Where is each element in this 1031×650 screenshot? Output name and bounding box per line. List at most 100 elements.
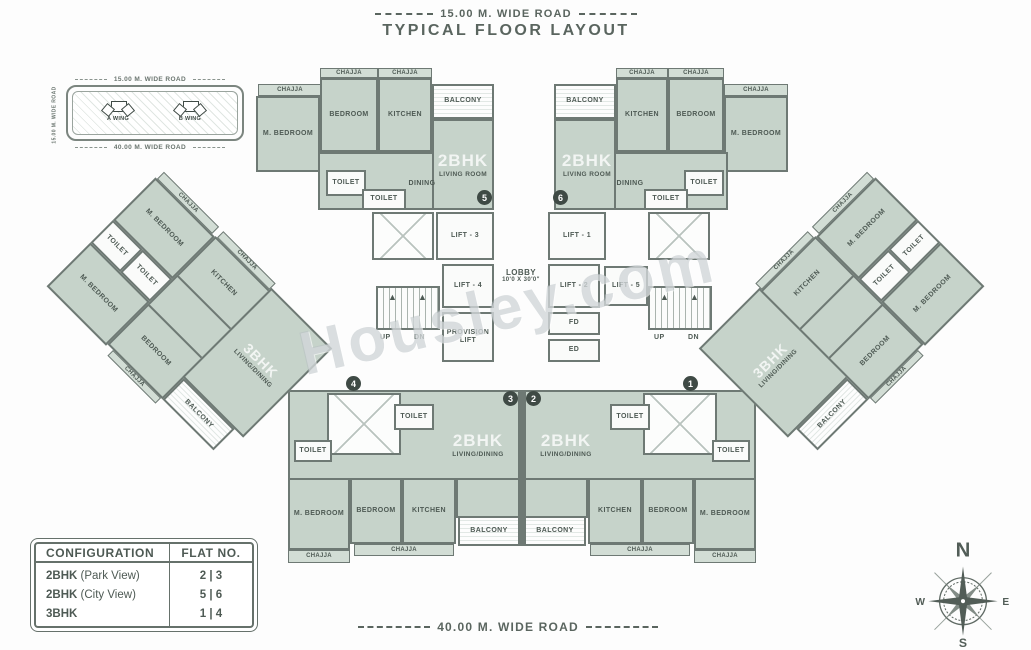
flat6-chajja: CHAJJA — [668, 68, 724, 78]
flat5-number-badge: 5 — [477, 190, 492, 205]
dash-line — [74, 147, 107, 148]
flat2-number-badge: 2 — [526, 391, 541, 406]
flat2-kitchen: KITCHEN — [588, 478, 642, 544]
flat6-master-bedroom: M. BEDROOM — [724, 96, 788, 172]
lift-2: LIFT - 2 — [548, 264, 600, 308]
flat1-number-badge: 1 — [683, 376, 698, 391]
fire-duct: FD — [548, 312, 600, 335]
flat5-master-bedroom: M. BEDROOM — [256, 96, 320, 172]
flat2-passage — [524, 478, 588, 518]
key-plan-bottom-road: 40.00 M. WIDE ROAD — [52, 144, 248, 151]
wing-b-label: B WING — [178, 116, 202, 122]
flat5-chajja: CHAJJA — [258, 84, 322, 96]
flat6-bedroom: BEDROOM — [668, 78, 724, 152]
wing-a-icon: A WING — [100, 100, 136, 122]
flat4-number-badge: 4 — [346, 376, 361, 391]
flat2-chajja: CHAJJA — [590, 544, 690, 556]
flat6-chajja: CHAJJA — [616, 68, 668, 78]
flat3-chajja: CHAJJA — [354, 544, 454, 556]
bottom-road-label: 40.00 M. WIDE ROAD — [348, 620, 668, 634]
key-plan-site-boundary: A WING B WING — [66, 85, 244, 141]
flat2-master-bedroom: M. BEDROOM — [694, 478, 756, 550]
flat6-toilet-2: TOILET — [644, 189, 688, 210]
table-header-row: CONFIGURATION FLAT NO. — [36, 544, 252, 563]
core-shaft-left — [372, 212, 434, 260]
electrical-duct: ED — [548, 339, 600, 362]
flat3-number-badge: 3 — [503, 391, 518, 406]
compass-south-label: S — [959, 636, 967, 648]
wing-a-label: A WING — [106, 116, 130, 122]
compass-west-label: W — [915, 597, 925, 608]
flat3-passage — [456, 478, 520, 518]
flat3-balcony: BALCONY — [458, 516, 520, 546]
flat2-bedroom: BEDROOM — [642, 478, 694, 544]
flat5-toilet-2: TOILET — [362, 189, 406, 210]
flat3-toilet-2: TOILET — [294, 440, 332, 462]
lift-1: LIFT - 1 — [548, 212, 606, 260]
table-divider — [168, 544, 170, 626]
lift-5: LIFT - 5 — [604, 266, 648, 306]
compass-icon: N W E S — [915, 539, 1009, 650]
flat-no-header: FLAT NO. — [181, 545, 241, 560]
flat3-master-bedroom: M. BEDROOM — [288, 478, 350, 550]
flat6-kitchen: KITCHEN — [616, 78, 668, 152]
flat2-balcony: BALCONY — [524, 516, 586, 546]
flat5-chajja: CHAJJA — [378, 68, 432, 78]
dash-line — [578, 13, 637, 15]
key-plan-top-road-text: 15.00 M. WIDE ROAD — [113, 76, 187, 83]
key-plan-bottom-road-text: 40.00 M. WIDE ROAD — [113, 144, 187, 151]
flat5-dining-label: DINING — [408, 179, 436, 187]
dash-line — [358, 626, 431, 628]
flat5-balcony: BALCONY — [432, 84, 494, 119]
table-row: 2BHK (City View) 5 | 6 — [46, 588, 223, 601]
core-shaft-right — [648, 212, 710, 260]
table-row: 2BHK (Park View) 2 | 3 — [46, 569, 223, 582]
lift-4: LIFT - 4 — [442, 264, 494, 308]
top-road-text: 15.00 M. WIDE ROAD — [440, 8, 572, 20]
page-title: TYPICAL FLOOR LAYOUT — [382, 22, 630, 39]
party-wall — [520, 390, 524, 546]
flat2-chajja: CHAJJA — [694, 550, 756, 563]
flat3-toilet: TOILET — [394, 404, 434, 430]
staircase-right: ▲▲ — [648, 286, 712, 330]
key-plan-top-road: 15.00 M. WIDE ROAD — [52, 76, 248, 83]
flat6-dining-label: DINING — [616, 179, 644, 187]
wing-b-icon: B WING — [172, 100, 208, 122]
stairs-up-label: UP — [654, 334, 665, 341]
flat5-bedroom: BEDROOM — [320, 78, 378, 152]
key-plan: 15.00 M. WIDE ROAD 15.00 M. WIDE ROAD A … — [52, 76, 248, 160]
configuration-table: CONFIGURATION FLAT NO. 2BHK (Park View) … — [30, 538, 258, 632]
flat5-kitchen: KITCHEN — [378, 78, 432, 152]
top-road-label: 15.00 M. WIDE ROAD — [375, 8, 637, 20]
flat6-number-badge: 6 — [553, 190, 568, 205]
flat3-chajja: CHAJJA — [288, 550, 350, 563]
dash-line — [375, 13, 434, 15]
dash-line — [193, 147, 226, 148]
compass-rose: N W E S — [913, 536, 1013, 650]
flat6-type-label: 2BHK LIVING ROOM — [561, 150, 613, 178]
dash-line — [74, 79, 107, 80]
flat2-type-label: 2BHK LIVING/DINING — [540, 430, 592, 458]
compass-east-label: E — [1002, 597, 1009, 608]
flat2-toilet-2: TOILET — [712, 440, 750, 462]
flat2-entrance-shaft — [643, 393, 717, 455]
flat3-entrance-shaft — [327, 393, 401, 455]
flat3-bedroom: BEDROOM — [350, 478, 402, 544]
provision-lift: PROVISION LIFT — [442, 312, 494, 362]
flat5-type-label: 2BHK LIVING ROOM — [437, 150, 489, 178]
compass-north-label: N — [956, 539, 971, 561]
config-header: CONFIGURATION — [46, 545, 155, 560]
lobby-label: LOBBY 10'0 x 30'0" — [502, 268, 540, 284]
bottom-road-text: 40.00 M. WIDE ROAD — [437, 620, 579, 634]
flat3-kitchen: KITCHEN — [402, 478, 456, 544]
stairs-down-label: DN — [688, 334, 699, 341]
stairs-down-label: DN — [414, 334, 425, 341]
flat6-toilet: TOILET — [684, 170, 724, 196]
lift-3: LIFT - 3 — [436, 212, 494, 260]
flat6-balcony: BALCONY — [554, 84, 616, 119]
flat3-type-label: 2BHK LIVING/DINING — [452, 430, 504, 458]
dash-line — [193, 79, 226, 80]
staircase-left: ▲▲ — [376, 286, 440, 330]
flat2-toilet: TOILET — [610, 404, 650, 430]
